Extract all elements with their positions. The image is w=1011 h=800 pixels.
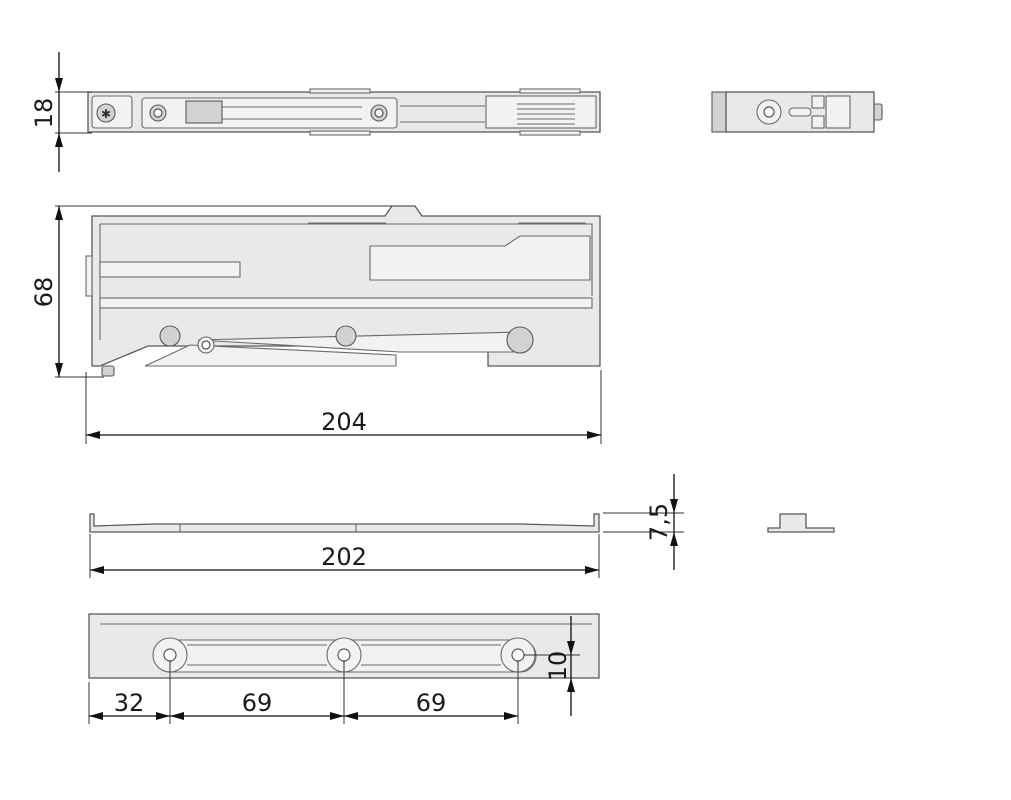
dimension-label-69-second: 69 <box>416 689 447 717</box>
dimension-label-18: 18 <box>30 98 58 129</box>
dimension-chain-bottom: 32 69 69 <box>88 660 519 724</box>
dimension-label-7-5: 7,5 <box>645 503 673 541</box>
dimension-18: 18 <box>30 52 92 172</box>
svg-text:✱: ✱ <box>101 107 111 121</box>
dimension-202: 202 <box>89 534 600 578</box>
top-view: ✱ <box>87 88 601 136</box>
dimension-label-10: 10 <box>544 651 572 682</box>
mounting-hole-2 <box>337 648 351 662</box>
plate-end-view <box>767 513 835 533</box>
mounting-hole-3 <box>511 648 525 662</box>
dimension-10: 10 <box>524 616 580 716</box>
dimension-label-32: 32 <box>114 689 145 717</box>
mounting-hole-1 <box>163 648 177 662</box>
dimension-7-5: 7,5 <box>603 474 684 570</box>
dimension-label-204: 204 <box>321 408 367 436</box>
end-view <box>711 91 883 133</box>
dimension-label-202: 202 <box>321 543 367 571</box>
dimension-68: 68 <box>30 205 392 378</box>
dimension-204: 204 <box>85 370 602 444</box>
side-view <box>85 205 601 377</box>
dimension-label-69-first: 69 <box>242 689 273 717</box>
dimension-label-68: 68 <box>30 277 58 308</box>
plate-side-view <box>89 513 600 533</box>
